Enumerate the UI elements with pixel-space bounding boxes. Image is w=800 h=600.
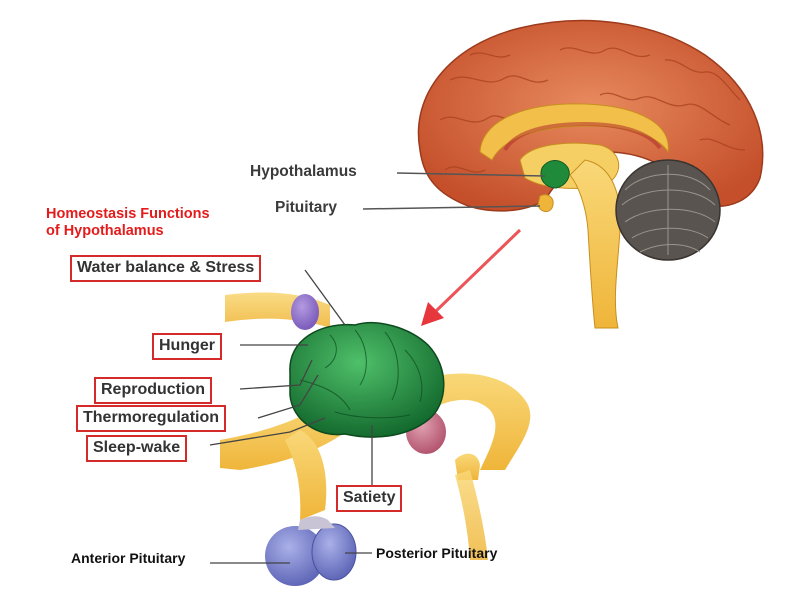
label-water-balance-stress: Water balance & Stress [70, 255, 262, 282]
diagram-title-line2: of Hypothalamus [46, 223, 164, 239]
label-reproduction: Reproduction [94, 377, 212, 404]
enlarged-hypothalamus [220, 292, 531, 586]
posterior-pituitary-lobe [311, 523, 357, 581]
purple-nucleus [291, 294, 319, 330]
infundibulum [285, 430, 327, 520]
function-leader-lines [209, 269, 373, 564]
label-anterior-pituitary: Anterior Pituitary [71, 550, 186, 566]
label-sleep-wake: Sleep-wake [86, 435, 188, 462]
hypothalamus-small [540, 160, 570, 189]
label-pituitary: Pituitary [275, 199, 338, 216]
corpus-callosum [479, 103, 669, 161]
gyri [439, 47, 746, 173]
label-satiety: Satiety [336, 485, 403, 512]
cerebellum-folia [621, 165, 716, 255]
brainstem [569, 159, 621, 329]
label-hypothalamus: Hypothalamus [250, 163, 357, 180]
zoom-arrow [421, 228, 522, 326]
label-hunger: Hunger [152, 333, 222, 360]
sagittal-brain [362, 19, 764, 329]
diagram-title-line1: Homeostasis Functions [46, 206, 210, 222]
pituitary-small [537, 194, 554, 213]
hypothalamus-large [289, 322, 445, 438]
hypothalamus-nuclei [299, 329, 423, 419]
tract-right [420, 373, 531, 470]
label-posterior-pituitary: Posterior Pituitary [376, 545, 498, 561]
label-thermoregulation: Thermoregulation [76, 405, 227, 432]
anterior-pituitary-lobe [265, 526, 325, 586]
